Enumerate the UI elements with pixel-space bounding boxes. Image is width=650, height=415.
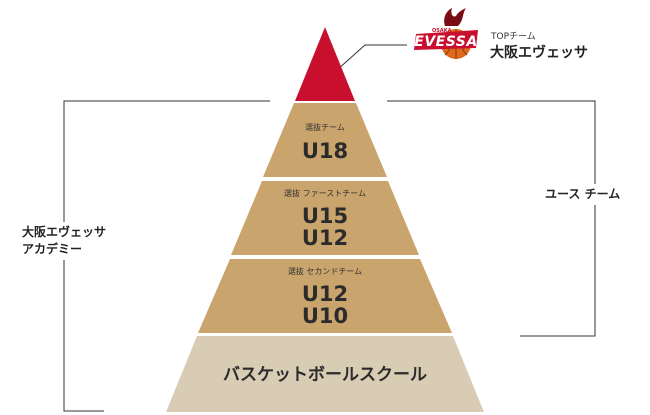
logo-horns-icon	[444, 8, 466, 26]
tier-first-category: 選抜 ファーストチーム	[284, 189, 366, 198]
academy-label-line-1: 大阪エヴェッサ	[22, 225, 107, 239]
tier-second-category: 選抜 セカンドチーム	[287, 267, 363, 276]
tier-second-line-1: U12	[301, 282, 349, 306]
pyramid-tier-school	[166, 336, 484, 412]
tier-second-line-2: U10	[301, 304, 349, 328]
evessa-logo: EVESSA OSAKA	[412, 6, 482, 64]
tier-first-line-1: U15	[301, 204, 349, 228]
academy-label-line-2: アカデミー	[22, 242, 83, 256]
top-team-name: 大阪エヴェッサ	[490, 45, 588, 61]
tier-u18-line-1: U18	[301, 139, 349, 163]
youth-team-label: ユース チーム	[541, 184, 625, 205]
pyramid-tier-u18	[263, 103, 387, 177]
top-team-pointer-line	[336, 44, 407, 71]
youth-team-bracket	[387, 100, 596, 337]
svg-text:EVESSA: EVESSA	[414, 34, 477, 50]
tier-u18-category: 選抜チーム	[305, 123, 345, 132]
tier-first-line-2: U12	[301, 226, 349, 250]
pyramid-tier-u15-u12	[231, 181, 419, 255]
pyramid-tier-u12-u10	[198, 259, 452, 333]
svg-text:OSAKA: OSAKA	[432, 28, 452, 34]
top-team-category: TOPチーム	[491, 32, 536, 42]
tier-school-label: バスケットボールスクール	[223, 365, 427, 385]
academy-label: 大阪エヴェッサ アカデミー	[22, 222, 107, 260]
pyramid-top-tier	[295, 27, 355, 101]
